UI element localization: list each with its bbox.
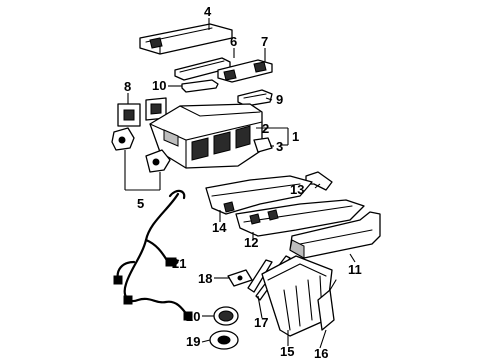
- callout-9: 9: [276, 92, 283, 107]
- callout-4: 4: [204, 4, 212, 19]
- part-5-actuator-pair: [111, 127, 171, 173]
- part-8-bracket: [117, 97, 167, 127]
- callout-12: 12: [244, 235, 258, 250]
- part-20-blower-motor: [213, 306, 239, 326]
- callout-1: 1: [292, 129, 299, 144]
- part-19-blower-wheel: [209, 330, 239, 350]
- callout-6: 6: [230, 34, 237, 49]
- callout-15: 15: [280, 344, 294, 359]
- part-11-heater-duct: [289, 211, 381, 259]
- part-10-vent-connector: [181, 79, 219, 93]
- part-14-floor-duct: [205, 175, 313, 215]
- callout-2: 2: [262, 121, 269, 136]
- callout-10: 10: [152, 78, 166, 93]
- callout-20: 20: [186, 309, 200, 324]
- callout-11: 11: [348, 262, 362, 277]
- part-21-wiring-harness: [113, 189, 193, 321]
- part-4-defroster-duct: [139, 23, 233, 55]
- callout-19: 19: [186, 334, 200, 349]
- part-7-vent-grille: [217, 59, 273, 83]
- callout-13: 13: [290, 182, 304, 197]
- part-18-resistor: [227, 269, 253, 287]
- callout-3: 3: [276, 139, 283, 154]
- callout-14: 14: [212, 220, 227, 235]
- callout-labels: 4 6 7 10 8 9 2 1 3 5 13 14 12 11 21 18 1…: [124, 4, 362, 360]
- part-9-floor-outlet: [237, 89, 273, 107]
- part-12-rear-duct: [235, 199, 365, 237]
- callout-5: 5: [137, 196, 144, 211]
- callout-16: 16: [314, 346, 328, 360]
- leader-lines: [124, 18, 356, 349]
- part-3-actuator: [253, 137, 273, 153]
- part-16-bracket: [317, 279, 337, 331]
- callout-7: 7: [261, 34, 268, 49]
- callout-21: 21: [172, 256, 186, 271]
- callout-17: 17: [254, 315, 268, 330]
- callout-8: 8: [124, 79, 131, 94]
- callout-18: 18: [198, 271, 212, 286]
- part-1-hvac-module: [149, 103, 263, 169]
